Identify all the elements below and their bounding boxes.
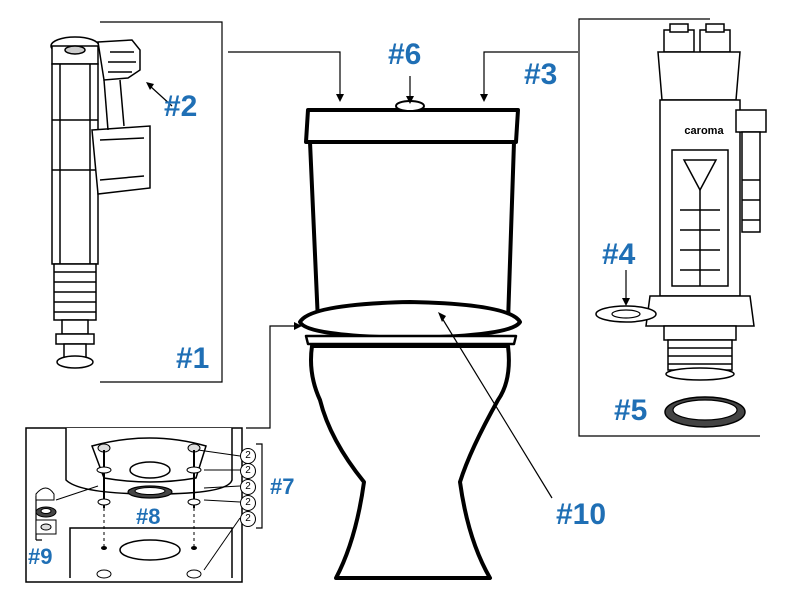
- label-part-7: #7: [270, 474, 295, 499]
- outlet-valve-panel: [578, 18, 760, 437]
- label-part-4: #4: [602, 238, 636, 271]
- label-part-1: #1: [176, 342, 210, 375]
- leader-lines: [146, 51, 630, 499]
- quantity-mark: 2: [240, 511, 256, 527]
- part-9-illustration: [35, 485, 99, 541]
- inlet-valve-panel: [100, 21, 223, 383]
- label-part-10: #10: [556, 498, 607, 531]
- label-part-2: #2: [164, 90, 198, 123]
- inlet-valve-illustration: [50, 36, 151, 369]
- brand-logo: caroma: [684, 125, 724, 137]
- quantity-mark: 2: [240, 495, 256, 511]
- outlet-valve-illustration: [645, 23, 767, 381]
- fixing-kit-inset: [25, 427, 263, 583]
- quantity-mark: 2: [240, 448, 256, 464]
- label-part-3: #3: [524, 58, 558, 91]
- label-part-9: #9: [28, 544, 53, 569]
- seal-part-5: [664, 396, 746, 428]
- quantity-mark: 2: [240, 479, 256, 495]
- label-part-5: #5: [614, 394, 648, 427]
- label-part-6: #6: [388, 38, 422, 71]
- toilet-illustration: [298, 100, 522, 580]
- quantity-mark: 2: [240, 463, 256, 479]
- label-part-8: #8: [136, 504, 161, 529]
- washer-part-4: [595, 305, 657, 323]
